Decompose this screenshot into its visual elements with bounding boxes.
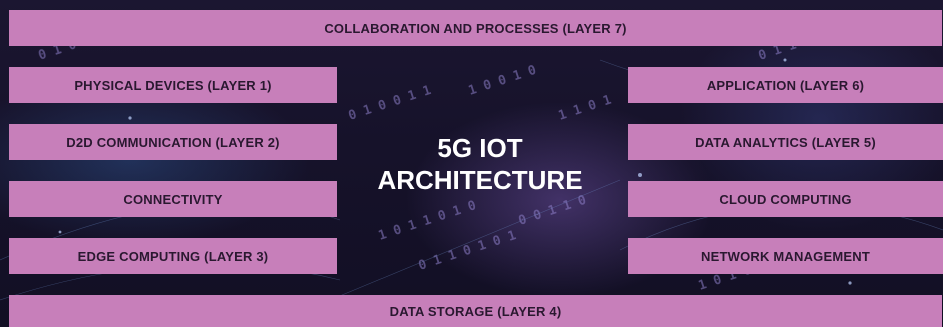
- left-box-connectivity: CONNECTIVITY: [9, 181, 337, 217]
- svg-text:1 1 0 1: 1 1 0 1: [557, 93, 614, 124]
- svg-text:0 1 0 0 1 1: 0 1 0 0 1 1: [347, 83, 434, 124]
- center-title: 5G IOT ARCHITECTURE: [350, 132, 610, 196]
- layer-7-label: COLLABORATION AND PROCESSES (LAYER 7): [324, 20, 627, 36]
- layer-4-bar: DATA STORAGE (LAYER 4): [9, 295, 942, 327]
- center-title-line-2: ARCHITECTURE: [377, 165, 583, 195]
- svg-text:1 0 0 1 0: 1 0 0 1 0: [467, 63, 539, 99]
- left-box-label: D2D COMMUNICATION (LAYER 2): [66, 134, 280, 150]
- right-box-cloud-computing: CLOUD COMPUTING: [628, 181, 943, 217]
- right-box-label: APPLICATION (LAYER 6): [706, 77, 865, 93]
- right-box-application: APPLICATION (LAYER 6): [628, 67, 943, 103]
- right-box-label: NETWORK MANAGEMENT: [701, 248, 870, 264]
- left-box-d2d-communication: D2D COMMUNICATION (LAYER 2): [9, 124, 337, 160]
- left-box-edge-computing: EDGE COMPUTING (LAYER 3): [9, 238, 337, 274]
- svg-text:1 0 1 1 0 1 0: 1 0 1 1 0 1 0: [377, 198, 479, 244]
- left-box-label: PHYSICAL DEVICES (LAYER 1): [74, 77, 272, 93]
- layer-4-label: DATA STORAGE (LAYER 4): [389, 303, 562, 319]
- left-box-physical-devices: PHYSICAL DEVICES (LAYER 1): [9, 67, 337, 103]
- left-box-label: CONNECTIVITY: [123, 191, 223, 207]
- right-box-network-management: NETWORK MANAGEMENT: [628, 238, 943, 274]
- right-box-label: DATA ANALYTICS (LAYER 5): [695, 134, 876, 150]
- left-box-label: EDGE COMPUTING (LAYER 3): [77, 248, 269, 264]
- svg-text:0 1 1 0 1 0 1: 0 1 1 0 1 0 1: [417, 228, 519, 274]
- right-box-data-analytics: DATA ANALYTICS (LAYER 5): [628, 124, 943, 160]
- right-box-label: CLOUD COMPUTING: [719, 191, 852, 207]
- center-title-line-1: 5G IOT: [437, 133, 523, 163]
- layer-7-bar: COLLABORATION AND PROCESSES (LAYER 7): [9, 10, 942, 46]
- svg-text:0 0 1 1 0: 0 0 1 1 0: [517, 193, 589, 229]
